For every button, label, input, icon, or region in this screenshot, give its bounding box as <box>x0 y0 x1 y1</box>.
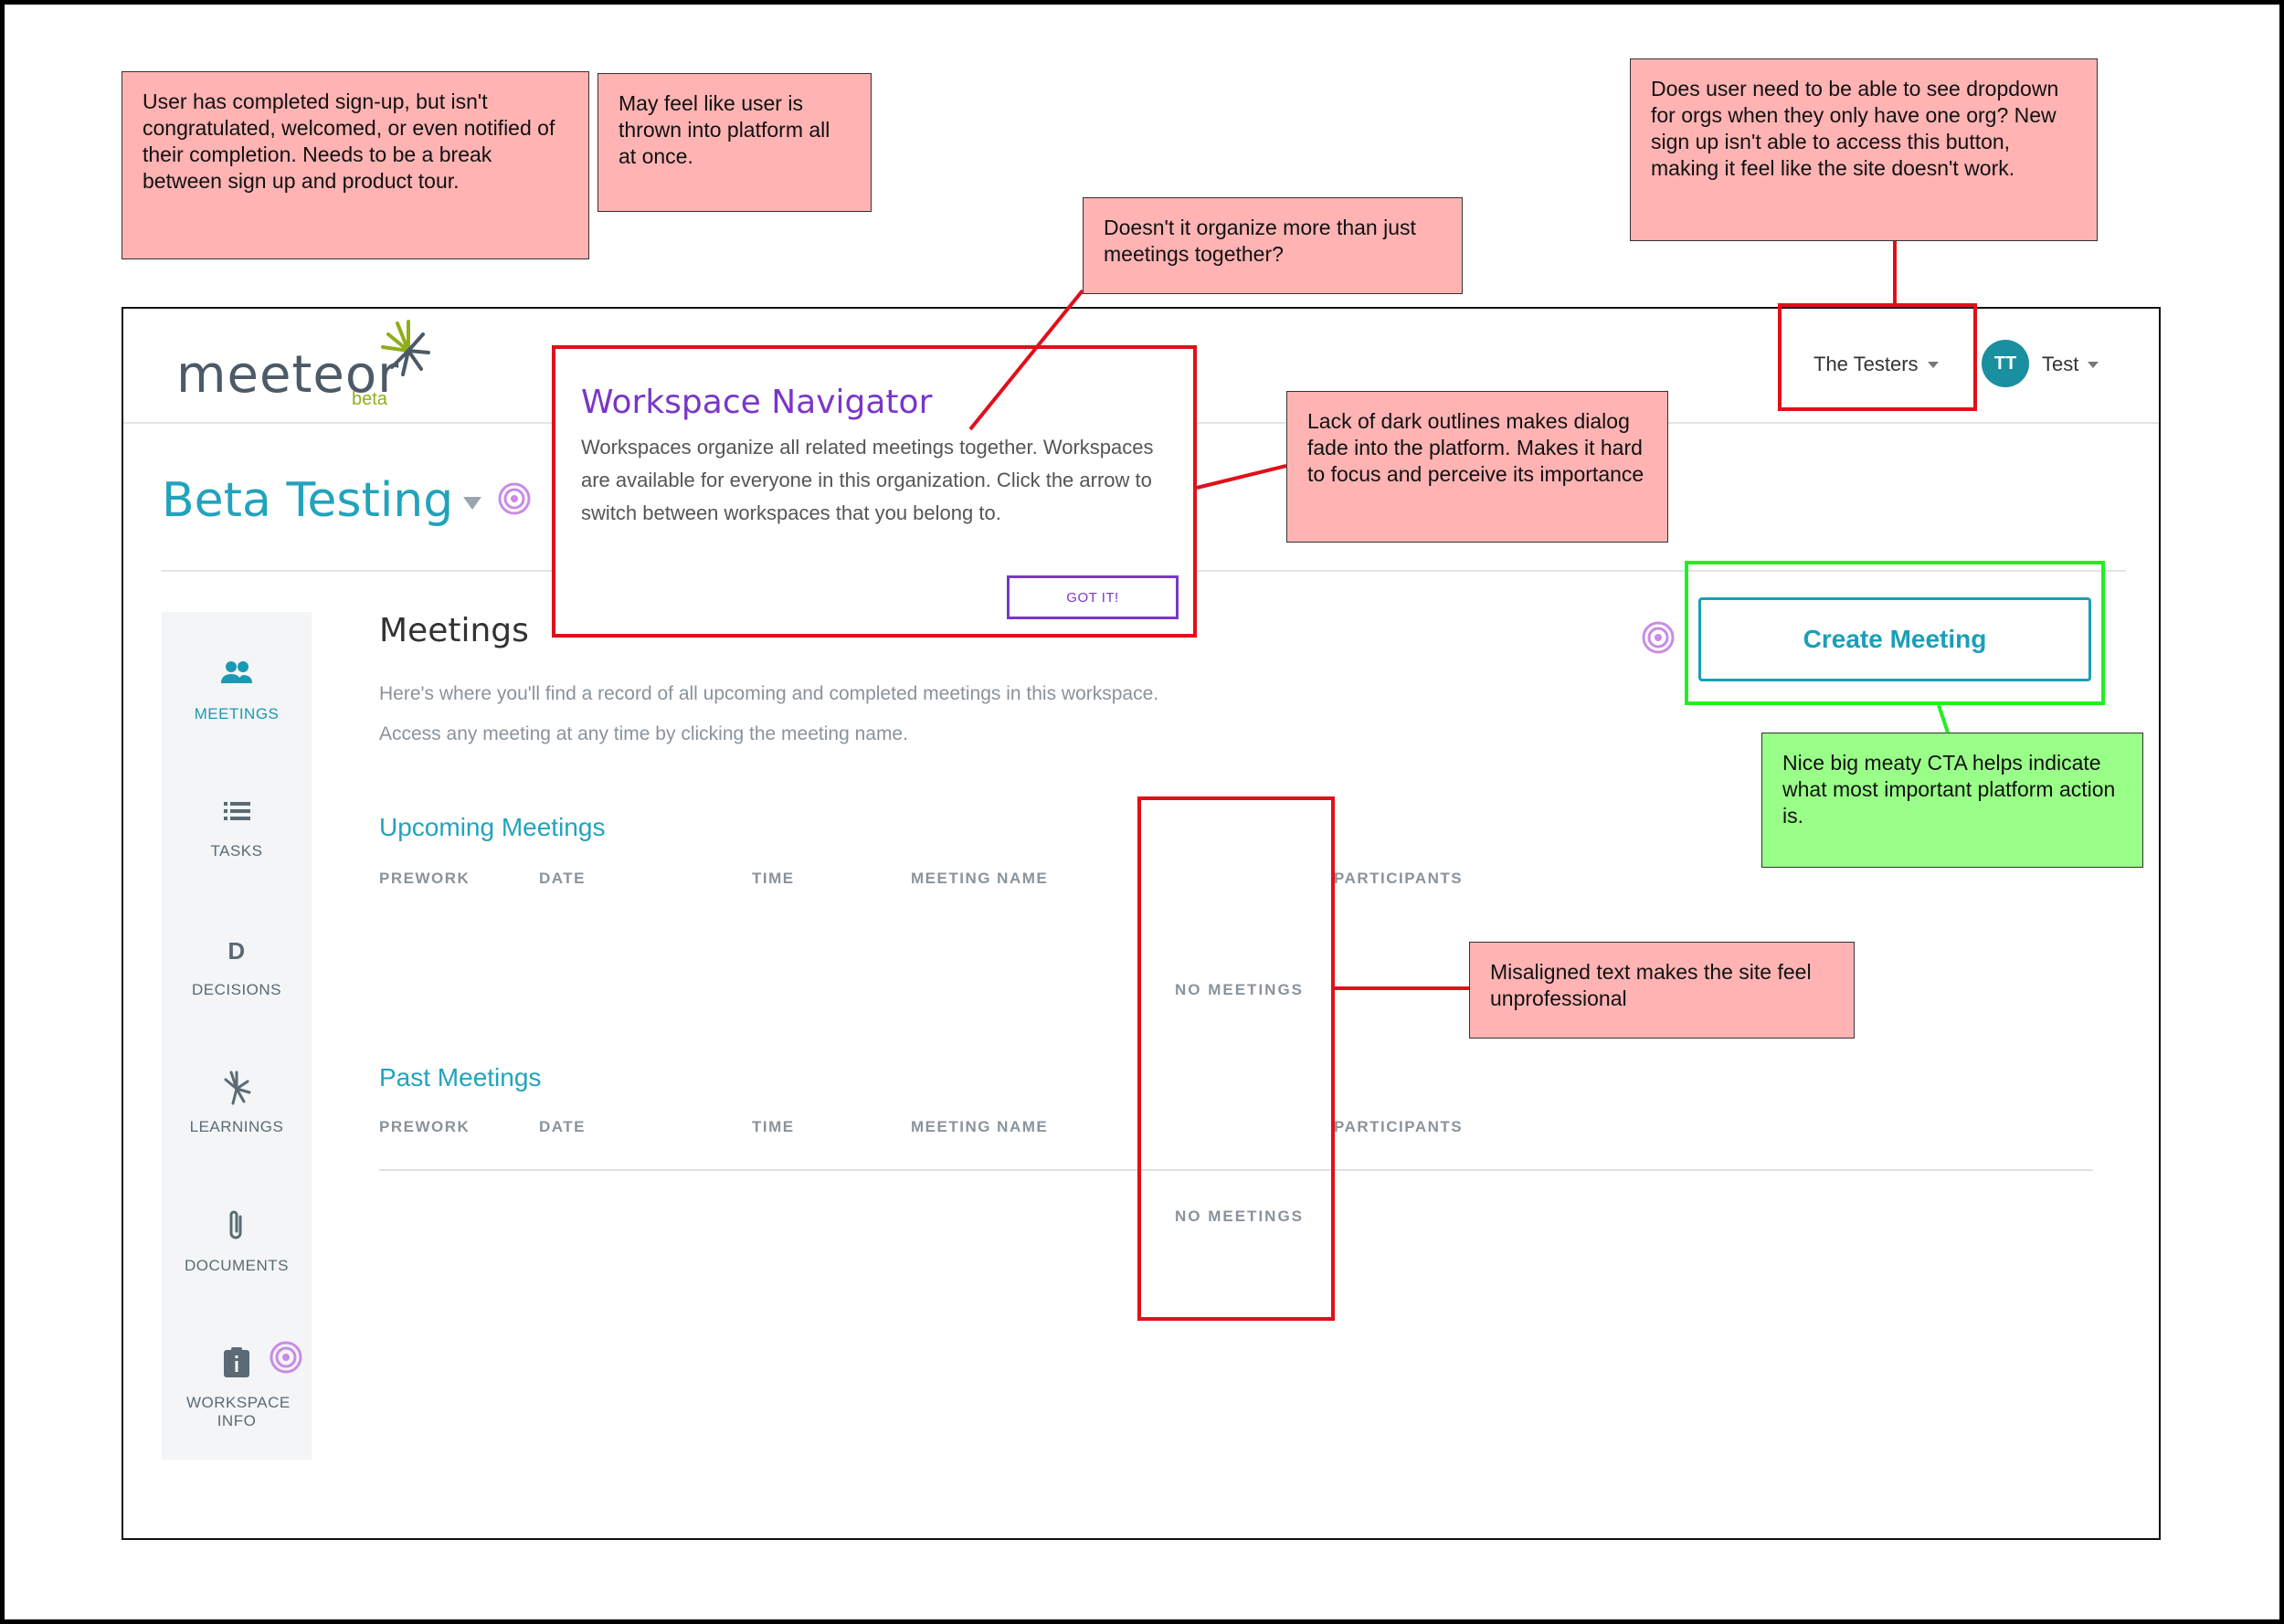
sidebar-item-learnings[interactable]: LEARNINGS <box>162 1069 312 1136</box>
annotation-misaligned-note: Misaligned text makes the site feel unpr… <box>1469 942 1855 1039</box>
sidebar-item-label: LEARNINGS <box>189 1118 284 1135</box>
meteor-logo-icon <box>381 320 430 376</box>
meetings-description-2: Access any meeting at any time by clicki… <box>379 723 908 744</box>
column-time[interactable]: TIME <box>752 1118 795 1135</box>
sidebar-item-meetings[interactable]: MEETINGS <box>162 656 312 723</box>
annotation-outlines-note: Lack of dark outlines makes dialog fade … <box>1286 391 1668 543</box>
people-icon <box>221 661 252 683</box>
sidebar-item-label: MEETINGS <box>194 705 280 722</box>
dialog-body: Workspaces organize all related meetings… <box>581 436 1154 524</box>
annotation-signup-note: User has completed sign-up, but isn't co… <box>122 71 589 259</box>
column-participants[interactable]: PARTICIPANTS <box>1334 1118 1464 1135</box>
workspace-navigator-dialog: Workspace Navigator Workspaces organize … <box>552 345 1197 638</box>
tour-hotspot-icon[interactable] <box>270 1341 302 1374</box>
tour-hotspot-icon[interactable] <box>498 482 531 515</box>
paperclip-icon <box>229 1210 242 1239</box>
decisions-d-icon: D <box>227 937 245 965</box>
list-icon <box>224 802 250 820</box>
highlight-org-dropdown <box>1778 303 1977 411</box>
upcoming-meetings-title: Upcoming Meetings <box>379 813 606 841</box>
sidebar-item-tasks[interactable]: TASKS <box>162 793 312 860</box>
create-meeting-button[interactable]: Create Meeting <box>1698 597 2091 681</box>
sidebar-item-label: DOCUMENTS <box>184 1257 290 1274</box>
annotation-cta-note: Nice big meaty CTA helps indicate what m… <box>1761 733 2143 868</box>
user-name: Test <box>2042 353 2079 375</box>
sidebar-item-label: DECISIONS <box>191 981 282 998</box>
annotation-thrown-note: May feel like user is thrown into platfo… <box>597 73 872 212</box>
user-menu-dropdown[interactable]: Test <box>2042 353 2099 376</box>
column-participants[interactable]: PARTICIPANTS <box>1334 870 1464 887</box>
meetings-title: Meetings <box>379 612 529 649</box>
past-meetings-title: Past Meetings <box>379 1063 542 1091</box>
highlight-misaligned-column <box>1137 796 1335 1321</box>
sidebar-item-documents[interactable]: DOCUMENTS <box>162 1207 312 1275</box>
sidebar-item-workspace-info[interactable]: WORKSPACE INFO <box>162 1345 312 1430</box>
chevron-down-icon <box>1927 361 1939 368</box>
column-meeting-name[interactable]: MEETING NAME <box>911 870 1049 887</box>
chevron-down-icon <box>2088 361 2099 368</box>
upcoming-empty-state: NO MEETINGS <box>1175 981 1305 998</box>
avatar[interactable]: TT <box>1982 340 2029 387</box>
svg-text:D: D <box>227 937 245 965</box>
column-date[interactable]: DATE <box>539 870 587 887</box>
column-prework[interactable]: PREWORK <box>379 1118 471 1135</box>
sidebar: MEETINGS TASKS D DECISIONS <box>162 612 312 1460</box>
sidebar-item-decisions[interactable]: D DECISIONS <box>162 932 312 999</box>
column-time[interactable]: TIME <box>752 870 795 887</box>
org-name: The Testers <box>1813 353 1919 375</box>
column-date[interactable]: DATE <box>539 1118 587 1135</box>
column-prework[interactable]: PREWORK <box>379 870 471 887</box>
table-divider <box>379 1169 2093 1171</box>
annotation-dropdown-note: Does user need to be able to see dropdow… <box>1630 58 2098 241</box>
highlight-create-meeting <box>1685 561 2105 705</box>
meteor-burst-icon <box>224 1070 251 1105</box>
workspace-title: Beta Testing <box>162 473 454 528</box>
annotation-organize-note: Doesn't it organize more than just meeti… <box>1083 197 1463 294</box>
past-empty-state: NO MEETINGS <box>1175 1207 1305 1225</box>
org-switcher-dropdown[interactable]: The Testers <box>1813 353 1939 376</box>
workspace-switch-caret-icon[interactable] <box>463 497 481 510</box>
meetings-description-1: Here's where you'll find a record of all… <box>379 683 1159 704</box>
sidebar-item-label: TASKS <box>210 842 263 859</box>
info-clipboard-icon <box>224 1347 249 1377</box>
dialog-title: Workspace Navigator <box>581 384 933 421</box>
got-it-button[interactable]: GOT IT! <box>1007 575 1179 619</box>
logo-wordmark: meeteor <box>176 345 400 405</box>
sidebar-item-label: WORKSPACE INFO <box>186 1394 291 1429</box>
column-meeting-name[interactable]: MEETING NAME <box>911 1118 1049 1135</box>
tour-hotspot-icon[interactable] <box>1642 621 1675 654</box>
logo-beta-badge: beta <box>352 389 387 409</box>
